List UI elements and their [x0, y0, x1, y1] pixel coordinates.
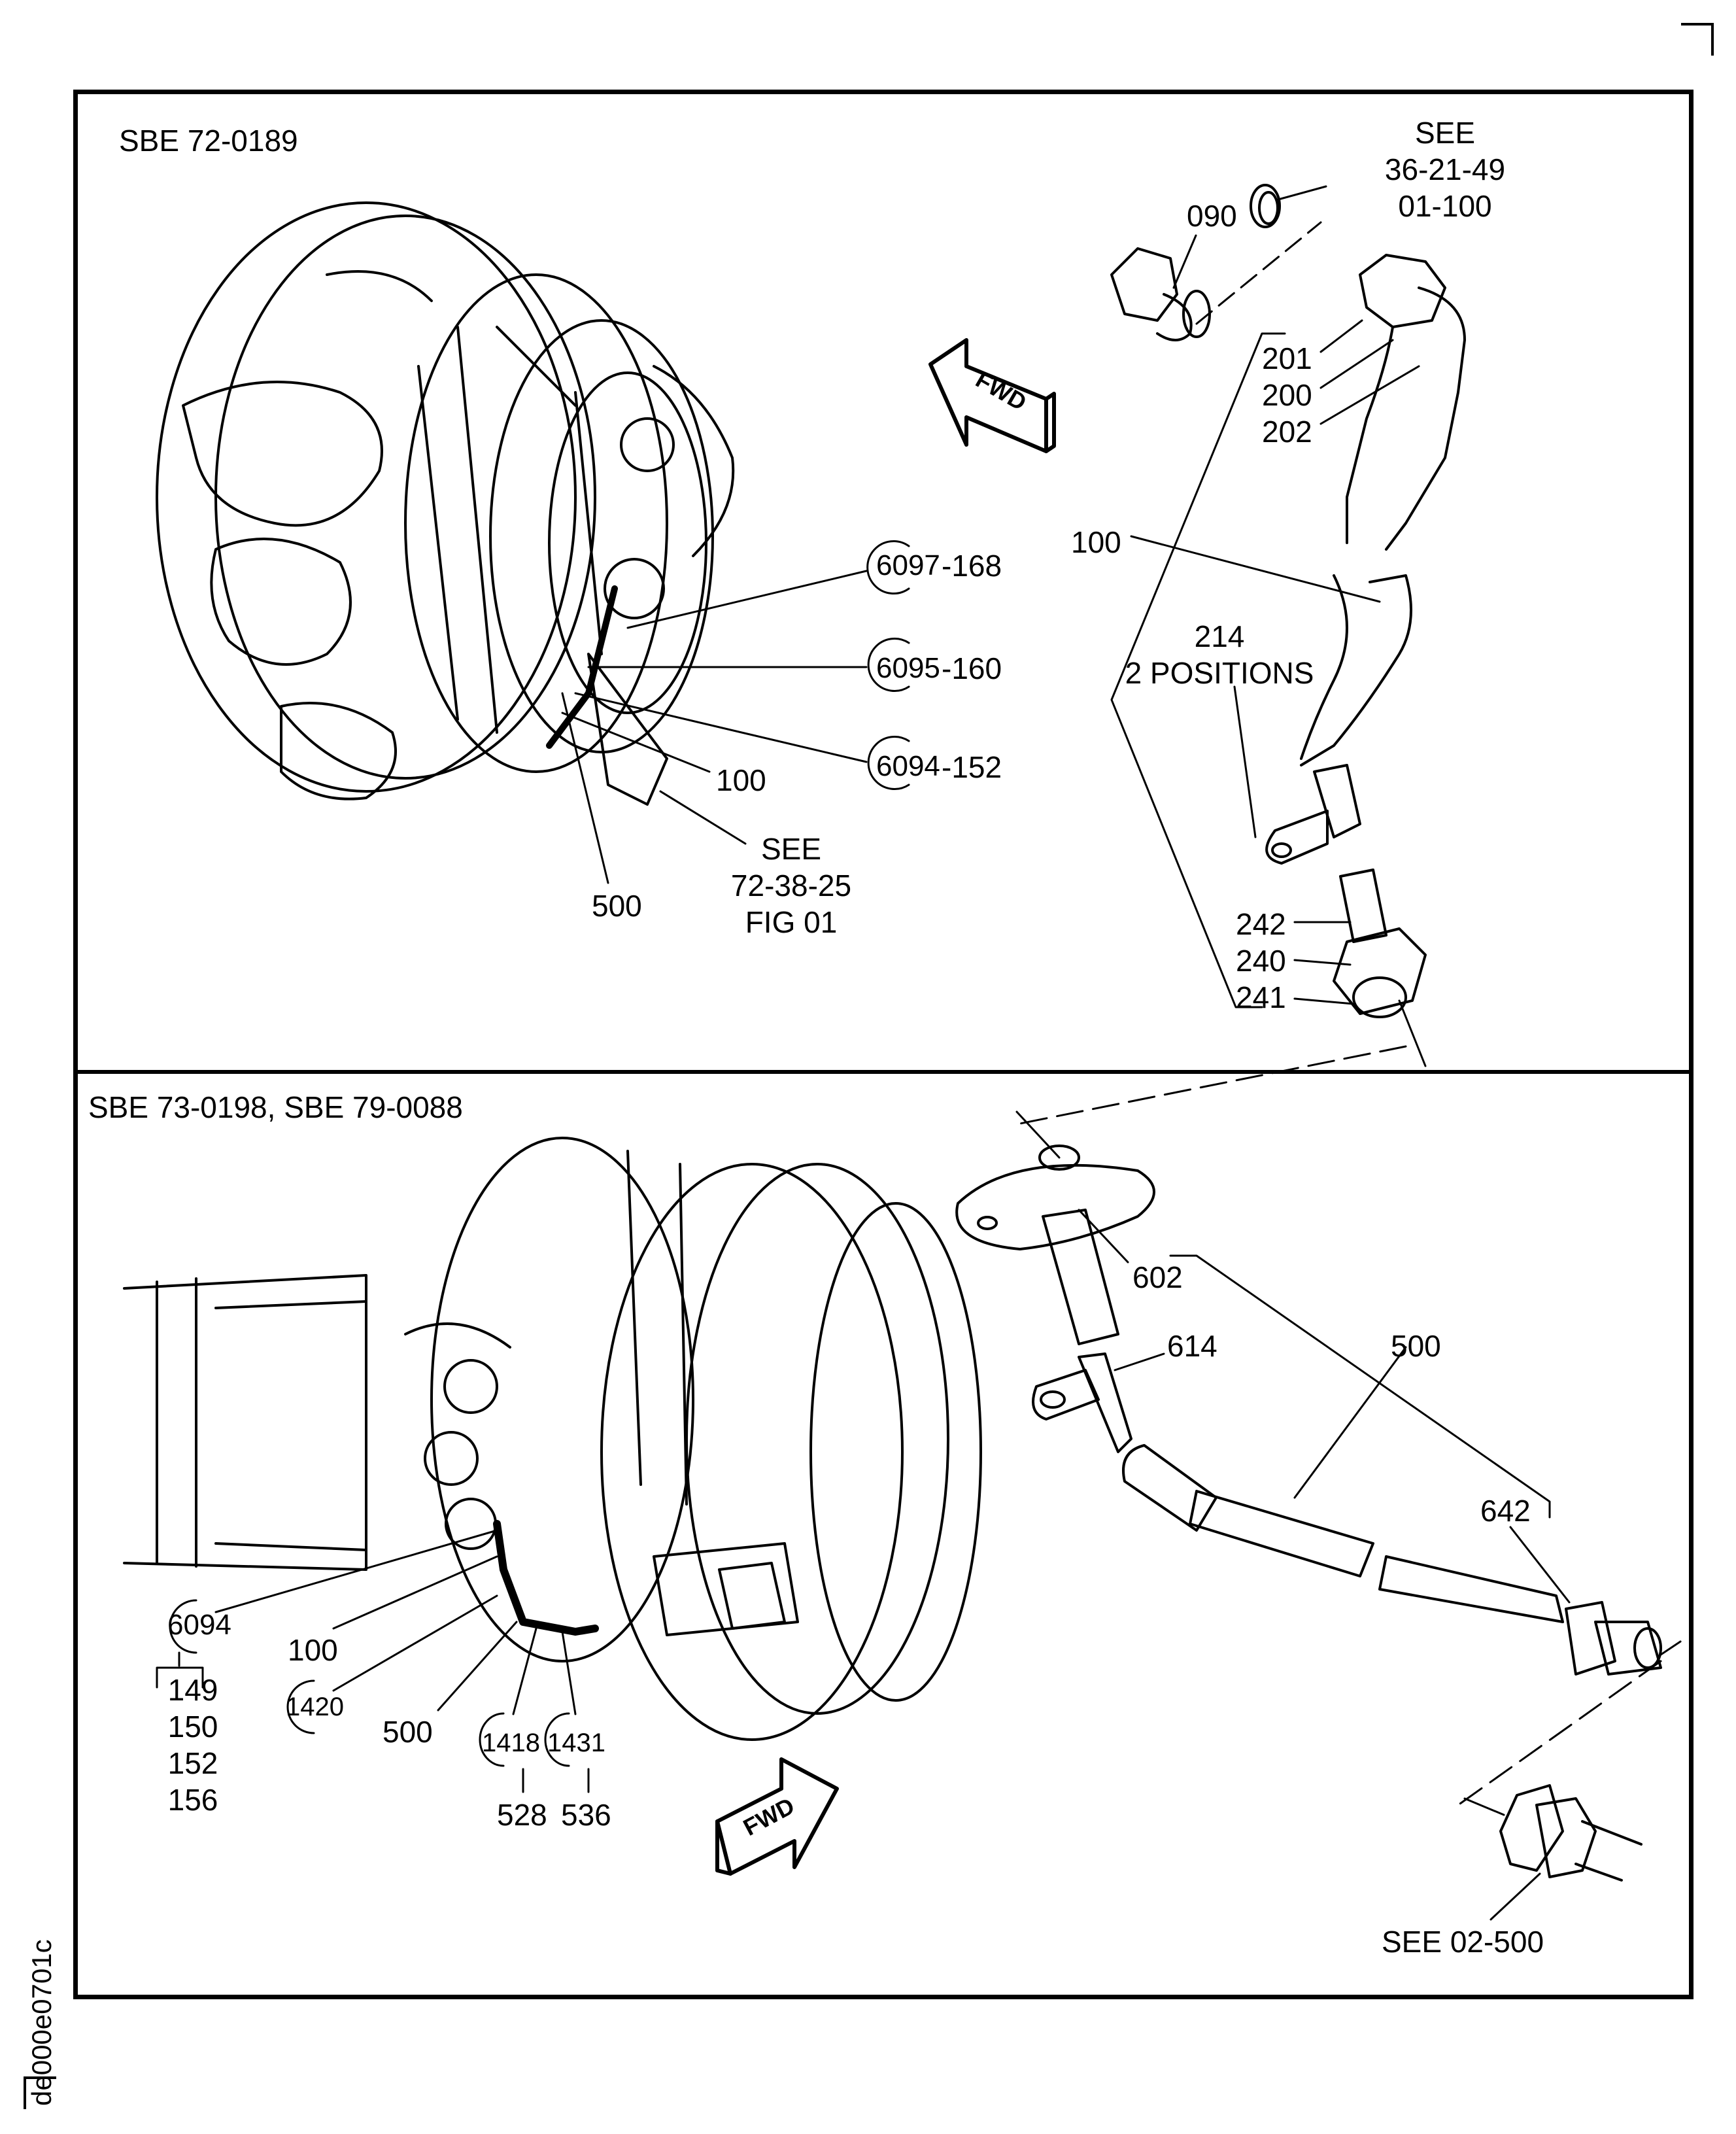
see-ref-line: 36-21-49 — [1384, 152, 1506, 186]
see-ref-line: SEE — [1414, 116, 1476, 150]
engine-illustration-bottom — [123, 1137, 982, 1741]
see-ref-02-500: SEE 02-500 — [1382, 1925, 1544, 1959]
leaders-201-200-202 — [1319, 319, 1420, 425]
elbow-hose-drawing — [1300, 254, 1466, 766]
callout-item-200: 200 — [1262, 378, 1312, 412]
engine-illustration-top — [156, 201, 735, 806]
fitting-240-drawing — [1333, 869, 1427, 1018]
panel-divider — [73, 1070, 1693, 1074]
callout-circles — [169, 540, 910, 1767]
fitting-602-drawing — [955, 1144, 1155, 1345]
crop-mark-bottom-left — [24, 2076, 56, 2109]
fitting-642-drawing — [1565, 1601, 1662, 1676]
crop-mark-top-right — [1681, 23, 1714, 56]
callout-item-500-exploded: 500 — [1391, 1329, 1441, 1363]
callout-item-090: 090 — [1187, 199, 1237, 233]
leaders-242-240-241 — [1293, 921, 1355, 1005]
callout-item-536: 536 — [561, 1798, 611, 1832]
figure-frame — [73, 90, 1693, 1999]
see-ref-line: 72-38-25 — [730, 869, 852, 903]
callout-circled-6094-bottom: 6094 — [167, 1609, 231, 1641]
callout-suffix-160: -160 — [942, 651, 1002, 685]
leader-see-36 — [1277, 185, 1327, 201]
callout-suffix-168: -168 — [942, 549, 1002, 583]
seal-ring-drawing — [1250, 184, 1281, 228]
harness-500-top — [546, 585, 618, 749]
callout-item-150: 150 — [167, 1710, 218, 1744]
panel-title-top: SBE 72-0189 — [119, 124, 298, 158]
callout-items-242-240-241: 242 240 241 — [1236, 906, 1295, 1016]
leader-214 — [1233, 685, 1257, 838]
callout-item-214-number: 214 — [1194, 619, 1245, 653]
clamp-614-drawing — [1032, 1352, 1132, 1453]
callout-item-241: 241 — [1236, 980, 1286, 1014]
clamp-214-drawing — [1265, 764, 1361, 865]
harness-500-bottom — [493, 1520, 599, 1636]
callout-circled-6095: 6095 — [876, 652, 940, 684]
leader-614 — [1114, 1352, 1165, 1371]
callout-item-500-bottom: 500 — [383, 1715, 433, 1749]
callout-item-202: 202 — [1262, 415, 1312, 449]
leader-500-bottom-right — [1293, 1346, 1407, 1499]
callout-item-100-exploded: 100 — [1071, 525, 1121, 559]
see-ref-36-21-49: SEE 36-21-49 01-100 — [1360, 114, 1530, 224]
leader-100-top-right — [1130, 535, 1381, 603]
callout-item-152: 152 — [167, 1746, 218, 1780]
callout-item-614: 614 — [1167, 1329, 1217, 1363]
callout-suffix-152: -152 — [942, 750, 1002, 784]
callout-item-602: 602 — [1132, 1260, 1183, 1294]
leader-see-02-500 — [1489, 1872, 1541, 1921]
plug-090-drawing — [1110, 247, 1211, 341]
callout-circled-1418: 1418 — [482, 1729, 540, 1757]
leader-642 — [1509, 1526, 1571, 1604]
leader-602 — [1078, 1209, 1129, 1264]
callout-item-149: 149 — [167, 1673, 218, 1707]
callout-item-242: 242 — [1236, 907, 1286, 941]
callout-item-214-note: 2 POSITIONS — [1125, 656, 1314, 690]
callout-item-642: 642 — [1480, 1494, 1531, 1528]
callout-item-240: 240 — [1236, 944, 1286, 978]
bracket-line-top — [1110, 332, 1286, 1008]
centerline-top — [1195, 221, 1322, 325]
callout-circled-1431: 1431 — [547, 1729, 605, 1757]
see-ref-line: SEE — [760, 832, 822, 866]
callout-item-500-engine: 500 — [592, 889, 642, 923]
panel-title-bottom: SBE 73-0198, SBE 79-0088 — [88, 1090, 463, 1124]
callout-items-201-200-202: 201 200 202 — [1262, 340, 1321, 450]
leader-lines-bottom-engine — [156, 1529, 590, 1793]
callout-items-149-156: 149 150 152 156 — [163, 1672, 222, 1818]
centerline-nut — [1463, 1797, 1505, 1816]
centerline-top-bottom — [1398, 999, 1427, 1067]
callout-circled-6097: 6097 — [876, 549, 940, 581]
see-ref-line: 01-100 — [1398, 189, 1492, 223]
centerline-to-detail — [1457, 1660, 1662, 1806]
callout-item-100-engine: 100 — [716, 763, 766, 797]
callout-item-156: 156 — [167, 1783, 218, 1817]
see-ref-72-38-25: SEE 72-38-25 FIG 01 — [706, 831, 876, 940]
see-ref-line: FIG 01 — [745, 905, 838, 939]
callout-item-214: 214 2 POSITIONS — [1112, 618, 1327, 691]
leader-lines-top-engine — [561, 570, 868, 884]
tube-500-drawing — [1122, 1444, 1564, 1623]
centerline-602 — [1015, 1110, 1061, 1159]
callout-item-201: 201 — [1262, 341, 1312, 375]
callout-item-528: 528 — [497, 1798, 547, 1832]
centerline-cross-panel — [1012, 1045, 1407, 1126]
callout-item-100-bottom: 100 — [288, 1633, 338, 1667]
bracket-line-bottom — [1169, 1254, 1551, 1519]
nut-detail-drawing — [1499, 1784, 1642, 1882]
fwd-arrow-bottom-icon — [715, 1757, 839, 1876]
centerline-642 — [1659, 1640, 1682, 1656]
document-id: de000e0701c — [26, 1939, 57, 2106]
callout-circled-1420: 1420 — [286, 1693, 344, 1721]
fwd-arrow-top-icon — [928, 338, 1056, 453]
leader-090 — [1172, 234, 1197, 289]
callout-circled-6094: 6094 — [876, 750, 940, 782]
